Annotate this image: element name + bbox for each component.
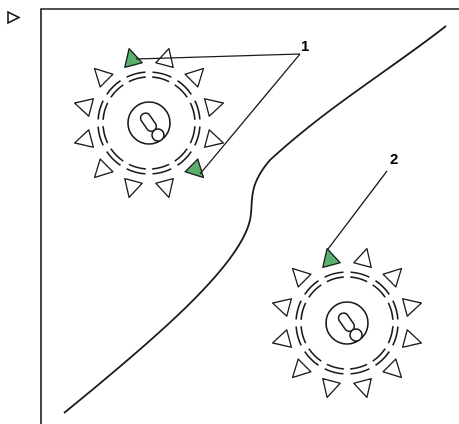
triangle-icon [271, 329, 293, 348]
triangle-icon [382, 267, 403, 288]
callout-1-leader-b [199, 53, 301, 175]
callout-label-1: 1 [301, 38, 309, 55]
dial-inner-ring-segment [300, 326, 307, 344]
dial-inner-ring-segment [350, 363, 368, 370]
dial-outer-ring-segment [304, 280, 319, 295]
dial-inner-ring-segment [350, 276, 368, 283]
dial-inner-ring-segment [326, 363, 344, 370]
dial-outer-ring-segment [375, 351, 390, 366]
dial-outer-ring-segment [304, 351, 319, 366]
callout-1-leader-a [135, 53, 301, 60]
triangle-icon [203, 129, 225, 148]
dial-outer-ring-segment [194, 126, 201, 146]
triangle-icon [73, 98, 95, 117]
dial-outer-ring-segment [350, 271, 370, 278]
dial-inner-ring-segment [102, 102, 109, 120]
dial-outer-ring-segment [177, 151, 192, 166]
triangle-icon [291, 267, 312, 288]
triangle-icon [203, 98, 225, 117]
triangle-icon [291, 358, 312, 379]
boundary-curve [63, 25, 447, 414]
dial-inner-ring-segment [128, 76, 146, 83]
callout-2: 2 [327, 151, 398, 250]
dial-outer-ring-segment [392, 326, 399, 346]
triangle-icon [382, 358, 403, 379]
dial-inner-ring-segment [128, 163, 146, 170]
dial-outer-ring-segment [97, 100, 104, 120]
dial-inner-ring-segment [189, 102, 196, 120]
dial-outer-ring-segment [350, 368, 370, 375]
dial-outer-ring-segment [126, 168, 146, 175]
triangle-icon [401, 298, 423, 317]
dial-inner-ring-segment [308, 348, 322, 362]
dial-outer-ring-segment [152, 71, 172, 78]
dial-inner-ring-segment [110, 148, 124, 162]
dial-outer-ring-segment [106, 151, 121, 166]
triangle-icon [353, 377, 372, 399]
dial-inner-ring-segment [326, 276, 344, 283]
corner-triangle-icon [7, 10, 21, 25]
triangle-icon [353, 247, 372, 269]
dial-outer-ring-segment [106, 80, 121, 95]
dial-inner-ring-segment [300, 302, 307, 320]
knob-dot [151, 128, 165, 142]
dial-inner-ring-segment [372, 348, 386, 362]
dial-knob-icon [127, 101, 171, 145]
triangle-icon [93, 67, 114, 88]
dial-outer-ring-segment [194, 100, 201, 120]
highlighted-triangle-icon [124, 47, 143, 69]
dial-outer-ring-segment [324, 271, 344, 278]
dial-outer-ring-segment [324, 368, 344, 375]
dial-inner-ring-segment [372, 284, 386, 298]
dial-inner-ring-segment [387, 326, 394, 344]
dial-inner-ring-segment [308, 284, 322, 298]
triangle-icon [73, 129, 95, 148]
triangle-icon [401, 329, 423, 348]
dial-outer-ring-segment [392, 300, 399, 320]
triangle-icon [93, 158, 114, 179]
dial-2 [271, 247, 423, 399]
triangle-icon [155, 177, 174, 199]
dial-inner-ring-segment [102, 126, 109, 144]
dial-outer-ring-segment [177, 80, 192, 95]
dial-outer-ring-segment [97, 126, 104, 146]
highlighted-triangle-icon [184, 158, 205, 179]
frame-border [40, 8, 459, 424]
dial-outer-ring-segment [295, 326, 302, 346]
dial-inner-ring-segment [189, 126, 196, 144]
knob-dot [349, 328, 363, 342]
callout-2-leader [327, 170, 388, 250]
triangle-icon [271, 298, 293, 317]
dial-outer-ring-segment [126, 71, 146, 78]
dial-inner-ring-segment [174, 84, 188, 98]
dial-inner-ring-segment [110, 84, 124, 98]
dial-outer-ring-segment [152, 168, 172, 175]
dial-knob-icon [325, 301, 369, 345]
dial-inner-ring-segment [152, 76, 170, 83]
triangle-icon [184, 67, 205, 88]
callout-label-2: 2 [390, 151, 398, 168]
dial-inner-ring-segment [174, 148, 188, 162]
callout-1: 1 [135, 38, 309, 175]
triangle-icon [322, 377, 341, 399]
triangle-icon [124, 177, 143, 199]
dial-inner-ring-segment [152, 163, 170, 170]
dial-outer-ring-segment [375, 280, 390, 295]
dial-inner-ring-segment [387, 302, 394, 320]
dial-outer-ring-segment [295, 300, 302, 320]
dial-1 [73, 47, 225, 199]
highlighted-triangle-icon [322, 247, 341, 269]
